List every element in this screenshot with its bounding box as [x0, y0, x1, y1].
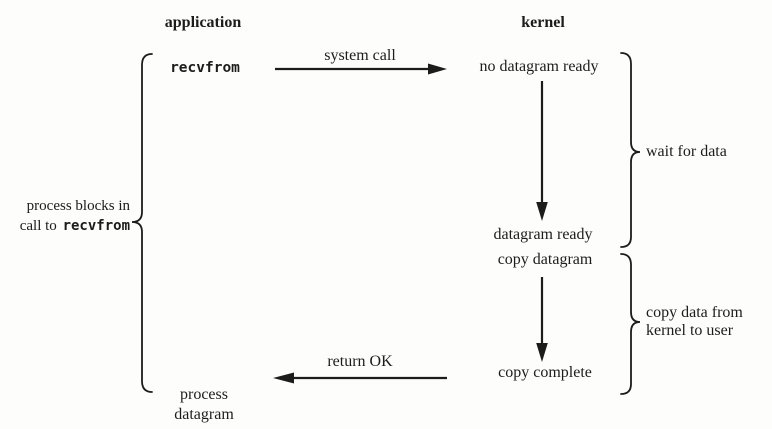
node-copy-datagram: copy datagram — [497, 251, 593, 268]
process-blocks-line1: process blocks in — [26, 198, 130, 214]
process-blocks-line2: call to recvfrom — [20, 216, 130, 236]
copy-data-label: copy data from kernel to user — [646, 304, 743, 340]
column-header-application: application — [164, 14, 242, 31]
process-blocks-label: process blocks in call to recvfrom — [20, 196, 130, 236]
process-datagram-line1: process — [180, 386, 228, 403]
process-blocks-line2-text: call to — [19, 218, 57, 234]
recvfrom-label: recvfrom — [170, 60, 240, 76]
wait-for-data-brace — [620, 52, 641, 248]
copy-data-brace — [620, 253, 641, 395]
return-ok-arrow — [273, 372, 447, 384]
process-blocks-line2-code: recvfrom — [62, 218, 130, 234]
wait-for-data-label: wait for data — [646, 143, 727, 160]
process-datagram-label: process datagram — [174, 385, 234, 425]
process-blocks-brace — [131, 53, 153, 393]
copy-data-arrow — [536, 277, 548, 362]
copy-data-line1: copy data from — [646, 304, 743, 321]
process-datagram-line2: datagram — [174, 406, 234, 423]
node-no-datagram-ready: no datagram ready — [479, 58, 599, 75]
copy-data-line2: kernel to user — [646, 322, 734, 339]
wait-for-data-arrow — [536, 81, 548, 221]
system-call-label: system call — [324, 47, 396, 64]
node-datagram-ready: datagram ready — [493, 226, 593, 243]
node-copy-complete: copy complete — [498, 364, 592, 381]
column-header-kernel: kernel — [521, 14, 565, 31]
return-ok-label: return OK — [327, 353, 393, 370]
system-call-arrow — [275, 63, 447, 75]
